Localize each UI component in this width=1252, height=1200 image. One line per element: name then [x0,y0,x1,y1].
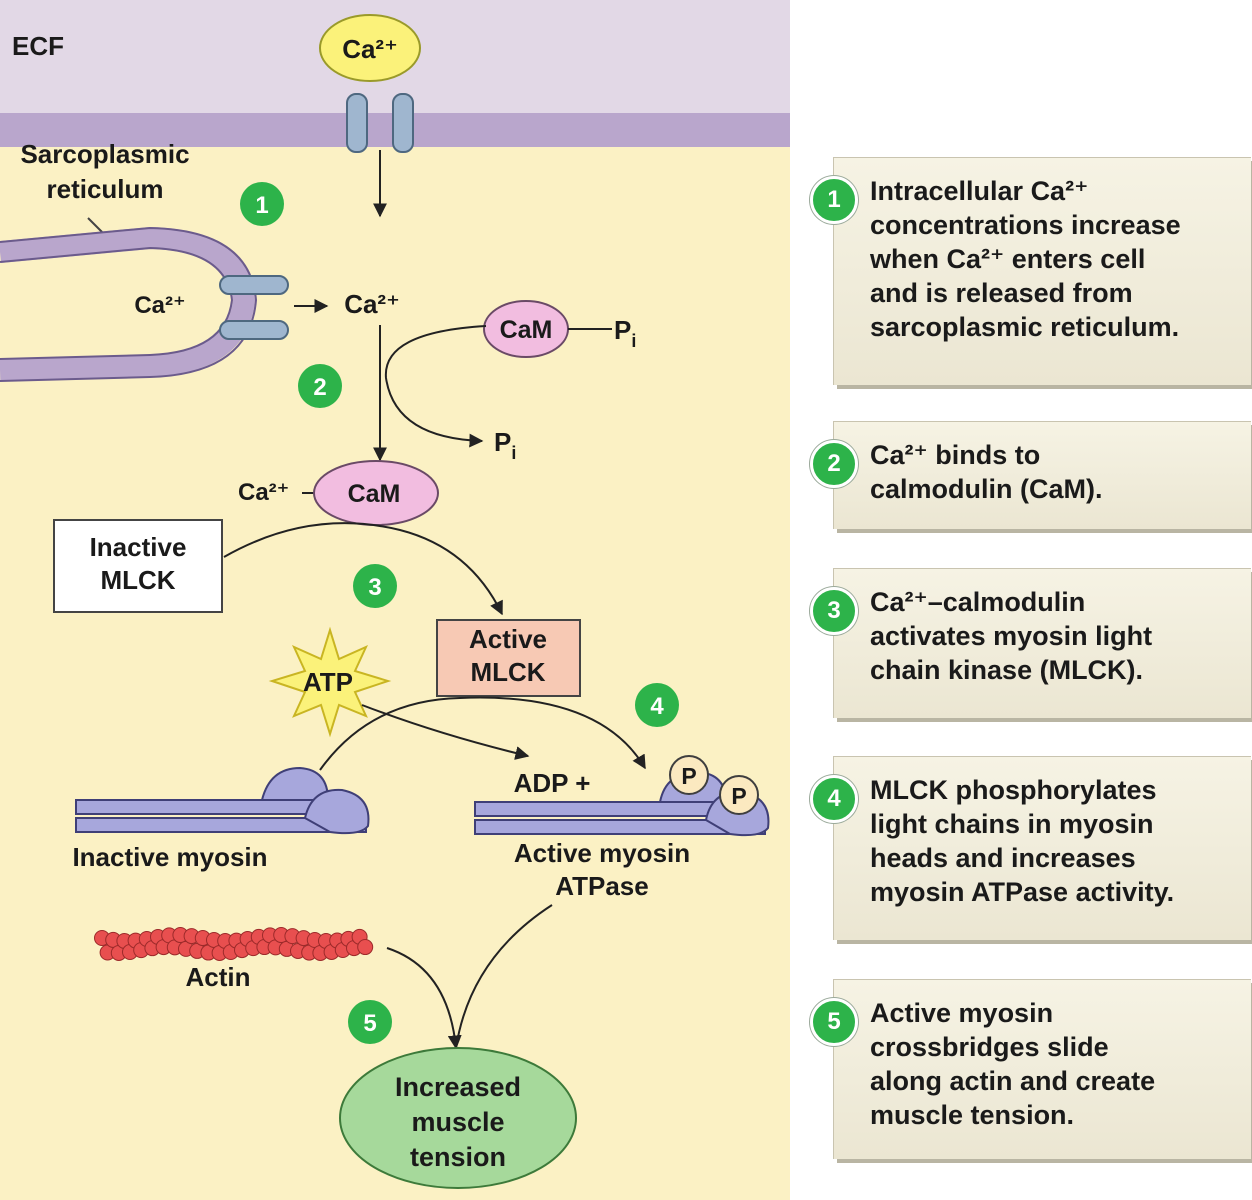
step-3-text: Ca²⁺–calmodulin activates myosin light c… [870,587,1153,685]
calcium-channel-right [392,93,414,153]
step-2-text: Ca²⁺ binds to calmodulin (CaM). [870,440,1103,504]
sr-channel-bottom [219,320,289,340]
step-4-marker: 4 [810,775,858,823]
inactive-myosin [75,766,370,835]
sr-outline-outer [0,226,258,382]
actin-to-tension-arrow [386,947,462,1050]
step-2-marker: 2 [810,440,858,488]
calcium-ecf-label: Ca²⁺ [342,34,398,64]
sr-outline-inner [0,246,234,360]
active-mlck-line1: Active [469,624,547,654]
calcium-bound-label: Ca²⁺ [238,479,289,506]
calcium-cytosol-label: Ca²⁺ [344,289,400,319]
muscle-tension-ellipse [339,1047,577,1189]
marker-4: 4 [635,683,679,727]
marker-5-label: 5 [363,1010,376,1037]
phosphate-1 [669,755,709,795]
tension-line1: Increased [395,1072,521,1102]
mlck-activation-arrow [223,522,503,616]
adp-label: ADP + [514,768,591,798]
step-card-5: 5 Active myosin crossbridges slide along… [810,979,1251,1159]
actin-filament [94,927,374,961]
active-myosin-line1: Active myosin [514,838,690,868]
tension-line2: muscle [411,1107,504,1137]
active-mlck-box [436,619,581,697]
step-5-text: Active myosin crossbridges slide along a… [870,998,1156,1130]
step-1-marker: 1 [810,176,858,224]
ecf-label: ECF [12,31,64,61]
phosphate-2-label: P [731,783,746,809]
calcium-sr-label: Ca²⁺ [134,292,185,319]
step-1-text: Intracellular Ca²⁺ concentrations increa… [870,176,1181,342]
marker-3: 3 [353,564,397,608]
atp-label: ATP [303,667,353,697]
marker-1: 1 [240,182,284,226]
marker-3-label: 3 [368,574,381,601]
active-mlck-line2: MLCK [470,657,545,687]
actin-label: Actin [186,962,251,992]
step-5-marker: 5 [810,998,858,1046]
pi-release-arrow [384,325,487,448]
inactive-myosin-label: Inactive myosin [72,842,267,872]
myosin-to-tension-arrow [455,904,553,1049]
step-3-marker: 3 [810,587,858,635]
sr-label-line1: Sarcoplasmic [20,139,189,169]
inactive-mlck-box [53,519,223,613]
actin-bead [357,939,374,956]
step-card-1: 1 Intracellular Ca²⁺ concentrations incr… [810,157,1251,385]
tension-line3: tension [410,1142,506,1172]
atp-to-adp-arrow [361,704,530,760]
cam-label: CaM [500,316,553,344]
marker-5: 5 [348,1000,392,1044]
sr-channel-top [219,275,289,295]
inactive-mlck-line2: MLCK [100,565,175,595]
step-card-4: 4 MLCK phosphorylates light chains in my… [810,756,1251,940]
cam-bound-label: CaM [348,480,401,508]
step-4-text: MLCK phosphorylates light chains in myos… [870,775,1175,907]
pi-label-2: Pi [494,427,516,463]
step-card-3: 3 Ca²⁺–calmodulin activates myosin light… [810,568,1251,718]
pi-label-1: Pi [614,315,636,351]
marker-4-label: 4 [650,693,664,720]
phosphate-2 [719,775,759,815]
sarcoplasmic-reticulum [0,226,256,381]
myosin-phosphorylation-arrow [319,696,646,771]
calcium-ecf-ellipse [319,14,421,82]
atp-starburst [268,626,392,738]
phosphate-1-label: P [681,763,696,789]
calcium-channel-left [346,93,368,153]
step-card-2: 2 Ca²⁺ binds to calmodulin (CaM). [810,421,1251,529]
marker-2: 2 [298,364,342,408]
sr-label-line2: reticulum [46,174,163,204]
marker-1-label: 1 [255,192,268,219]
cytoplasm-region [0,147,790,1200]
active-myosin-line2: ATPase [555,871,648,901]
inactive-mlck-line1: Inactive [90,532,187,562]
marker-2-label: 2 [313,374,326,401]
